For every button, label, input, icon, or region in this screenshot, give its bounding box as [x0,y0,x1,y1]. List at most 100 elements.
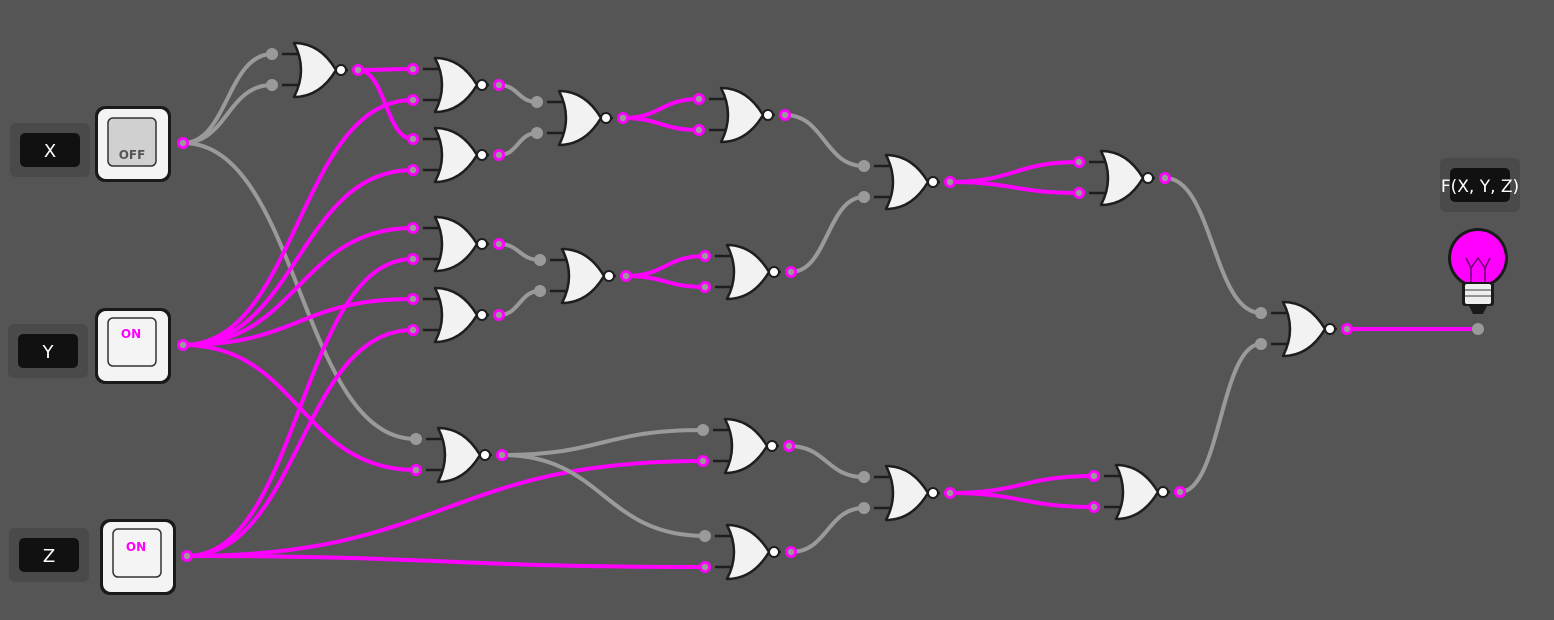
nor-gate-5[interactable] [423,286,489,344]
output: F(X, Y, Z) [1440,158,1520,314]
nor-gate-5-out-core [495,311,503,319]
nor-gate-1[interactable] [282,41,348,99]
nor-gate-12-in-a[interactable] [699,530,711,542]
nor-gate-6-bubble [479,449,491,461]
nor-gate-5-in-a-core [409,295,417,303]
input-z-switch[interactable]: ON [100,519,176,595]
wire-x-g1a [181,52,274,145]
nor-gate-13-bubble [927,176,939,188]
nor-gate-7-in-a[interactable] [531,96,543,108]
nor-gate-11-body [723,417,769,475]
nor-gate-17[interactable] [1271,300,1337,358]
input-x-label: X [44,141,56,162]
nor-gate-17-in-a[interactable] [1255,307,1267,319]
input-x-pin-core [179,139,187,147]
nor-gate-7-body [557,89,603,147]
input-x-switch[interactable]: OFF [95,106,171,182]
nor-gate-13-body [884,153,930,211]
wire-g10-g13b [789,195,866,274]
nor-gate-15-bubble [1142,172,1154,184]
nor-gate-6[interactable] [426,426,492,484]
nor-gate-16[interactable] [1104,463,1170,521]
wire-y-g3b [181,168,415,347]
nor-gate-11[interactable] [713,417,779,475]
input-y-pin-core [179,341,187,349]
nor-gate-1-body [292,41,338,99]
nor-gate-9-in-b-core [695,126,703,134]
nor-gate-8-bubble [603,270,615,282]
input-z: Z ON [9,519,176,595]
nor-gate-4-in-a-core [409,224,417,232]
nor-gate-12[interactable] [715,523,781,581]
nor-gate-7[interactable] [547,89,613,147]
nor-gate-1-out-core [354,66,362,74]
nor-gate-13-in-a[interactable] [858,160,870,172]
nor-gate-16-out-core [1176,488,1184,496]
nor-gate-2-bubble [476,79,488,91]
nor-gate-4-out-core [495,240,503,248]
nor-gate-1-in-b[interactable] [266,79,278,91]
nor-gate-9-in-a-core [695,95,703,103]
nor-gate-14-bubble [927,487,939,499]
nor-gate-10[interactable] [715,243,781,301]
nor-gate-7-in-b[interactable] [531,127,543,139]
wire-z-g4b [185,257,415,558]
wire-g8-g10a [624,254,707,278]
input-x-label-box [20,133,80,167]
nor-gate-17-in-b[interactable] [1255,338,1267,350]
wire-g7-g9b [621,116,701,132]
nor-gate-12-in-b-core [701,563,709,571]
nor-gate-13-in-b[interactable] [858,191,870,203]
nor-gate-9[interactable] [709,86,775,144]
output-pin[interactable] [1472,323,1484,335]
nor-gate-4[interactable] [423,215,489,273]
gates [282,41,1337,581]
nor-gate-10-bubble [768,266,780,278]
wire-g6-g11a [500,428,705,457]
nor-gate-8-in-b[interactable] [534,285,546,297]
nor-gate-7-bubble [600,112,612,124]
nor-gate-3[interactable] [423,126,489,184]
nor-gate-12-bubble [768,546,780,558]
wire-g8-g10b [624,274,707,289]
input-y-label: Y [42,342,55,363]
nor-gate-15-in-b-core [1075,189,1083,197]
wire-g15-g17a [1163,176,1263,315]
nor-gate-8-out-core [622,272,630,280]
nor-gate-16-body [1114,463,1160,521]
nor-gate-9-out-core [781,111,789,119]
nor-gate-17-out-core [1343,325,1351,333]
wire-y-g4a [181,226,415,347]
wires [181,52,1480,569]
nor-gate-14-in-a[interactable] [858,471,870,483]
nor-gate-13[interactable] [874,153,940,211]
nor-gate-15[interactable] [1089,149,1155,207]
nor-gate-10-body [725,243,771,301]
nor-gate-14[interactable] [874,464,940,522]
nor-gate-14-in-b[interactable] [858,502,870,514]
nor-gate-11-in-a[interactable] [697,424,709,436]
wire-g1-g2a [356,67,415,72]
nor-gate-10-in-b-core [701,283,709,291]
nor-gate-5-bubble [476,309,488,321]
nor-gate-2[interactable] [423,56,489,114]
nor-gate-13-out-core [946,178,954,186]
wire-g6-g12a [500,453,707,538]
wire-g14-g16b [948,491,1096,509]
nor-gate-15-in-a-core [1075,158,1083,166]
wire-g2-g7a [497,83,539,104]
nor-gate-6-in-a[interactable] [410,433,422,445]
nor-gate-1-in-a[interactable] [266,48,278,60]
nor-gate-6-in-b-core [412,466,420,474]
input-y-switch[interactable]: ON [95,308,171,384]
input-z-label: Z [43,546,55,567]
nor-gate-8-in-a[interactable] [534,254,546,266]
wire-g12-g14b [789,506,866,554]
nor-gate-15-body [1099,149,1145,207]
nor-gate-4-bubble [476,238,488,250]
nor-gate-2-in-a-core [409,65,417,73]
nor-gate-3-bubble [476,149,488,161]
nor-gate-3-out-core [495,151,503,159]
nor-gate-8[interactable] [550,247,616,305]
wire-g9-g13a [783,113,866,168]
